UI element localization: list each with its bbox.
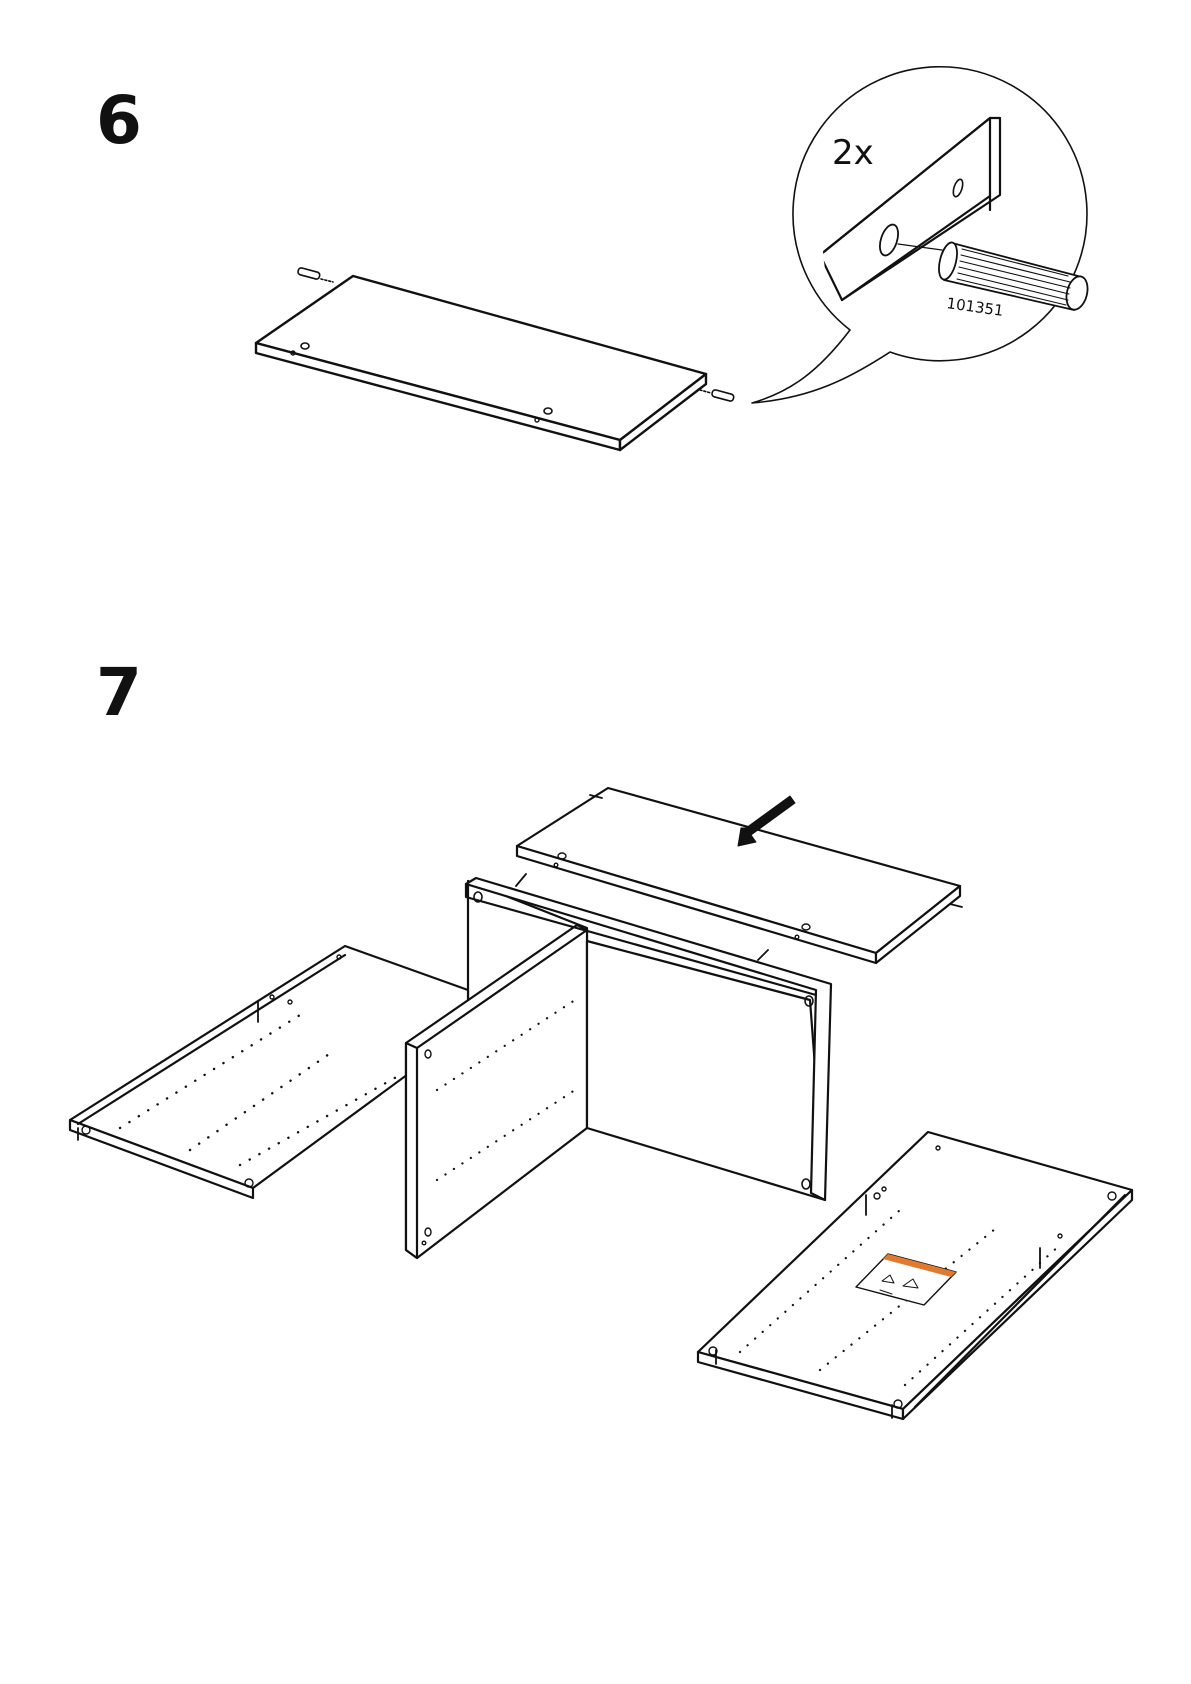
shelf-panel <box>256 276 706 450</box>
quantity-label: 2x <box>832 133 874 173</box>
detail-callout: 2x 101351 <box>752 67 1091 403</box>
dowel-left <box>297 267 333 282</box>
step-7-illustration <box>70 788 1132 1419</box>
step-6-illustration: 2x 101351 <box>256 67 1091 450</box>
dowel-right <box>700 389 734 401</box>
